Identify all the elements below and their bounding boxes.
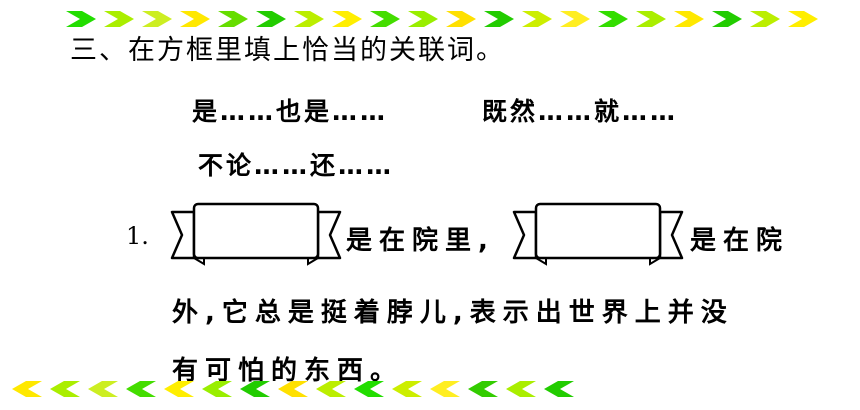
chevron-left-icon bbox=[12, 381, 42, 397]
answer-blank-1[interactable] bbox=[170, 200, 342, 268]
chevron-right-icon bbox=[636, 11, 666, 27]
chevron-right-icon bbox=[446, 11, 476, 27]
chevron-right-icon bbox=[788, 11, 818, 27]
chevron-left-icon bbox=[240, 381, 270, 397]
chevron-right-icon bbox=[332, 11, 362, 27]
chevron-left-icon bbox=[430, 381, 460, 397]
chevron-left-icon bbox=[202, 381, 232, 397]
chevron-left-icon bbox=[392, 381, 422, 397]
chevron-right-icon bbox=[180, 11, 210, 27]
top-chevron-border bbox=[62, 10, 822, 28]
question-text-line-2: 外,它总是挺着脖儿,表示出世界上并没 bbox=[172, 298, 734, 328]
option-shi-ye-shi: 是……也是…… bbox=[192, 97, 389, 126]
question-text-segment-2: 是在院 bbox=[690, 226, 790, 256]
chevron-right-icon bbox=[294, 11, 324, 27]
chevron-left-icon bbox=[354, 381, 384, 397]
option-jiran-jiu: 既然……就…… bbox=[482, 97, 679, 126]
ribbon-frame-icon bbox=[170, 202, 342, 266]
chevron-left-icon bbox=[544, 381, 574, 397]
chevron-right-icon bbox=[598, 11, 628, 27]
section-heading: 三、在方框里填上恰当的关联词。 bbox=[70, 35, 505, 66]
chevron-left-icon bbox=[468, 381, 498, 397]
chevron-left-icon bbox=[126, 381, 156, 397]
chevron-left-icon bbox=[506, 381, 536, 397]
question-text-segment-1: 是在院里, bbox=[346, 226, 495, 256]
chevron-right-icon bbox=[370, 11, 400, 27]
question-text-line-3: 有可怕的东西。 bbox=[172, 356, 404, 386]
chevron-right-icon bbox=[522, 11, 552, 27]
chevron-left-icon bbox=[50, 381, 80, 397]
question-number: 1. bbox=[126, 222, 149, 250]
chevron-right-icon bbox=[712, 11, 742, 27]
option-bulun-hai: 不论……还…… bbox=[198, 151, 395, 180]
chevron-right-icon bbox=[408, 11, 438, 27]
ribbon-frame-icon bbox=[512, 202, 684, 266]
chevron-right-icon bbox=[142, 11, 172, 27]
chevron-right-icon bbox=[674, 11, 704, 27]
chevron-right-icon bbox=[104, 11, 134, 27]
chevron-left-icon bbox=[88, 381, 118, 397]
chevron-right-icon bbox=[66, 11, 96, 27]
chevron-right-icon bbox=[218, 11, 248, 27]
chevron-right-icon bbox=[256, 11, 286, 27]
chevron-right-icon bbox=[484, 11, 514, 27]
chevron-left-icon bbox=[278, 381, 308, 397]
chevron-right-icon bbox=[750, 11, 780, 27]
bottom-chevron-border bbox=[8, 380, 578, 398]
chevron-left-icon bbox=[164, 381, 194, 397]
chevron-right-icon bbox=[560, 11, 590, 27]
chevron-left-icon bbox=[316, 381, 346, 397]
answer-blank-2[interactable] bbox=[512, 200, 684, 268]
